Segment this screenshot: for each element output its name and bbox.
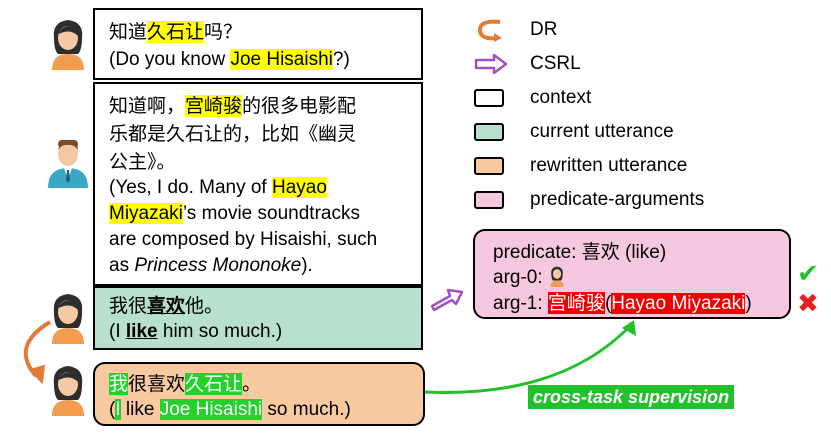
- current-utterance-swatch: [474, 123, 504, 141]
- context-utterance-2: 知道啊，宫崎骏的很多电影配 乐都是久石让的，比如《幽灵 公主》。 (Yes, I…: [93, 82, 423, 286]
- cross-mark-icon: ✖: [797, 288, 819, 318]
- supervision-arrow-head: [622, 320, 636, 336]
- utterance-zh-line: 公主》。: [109, 151, 176, 173]
- predicate-arguments-box: predicate: 喜欢 (like) arg-0: arg-1: 宫崎骏(H…: [473, 229, 791, 319]
- dr-curved-arrow-head: [28, 364, 46, 385]
- user-avatar-woman-icon: [52, 20, 84, 70]
- utterance-zh: 知道久石让吗？: [109, 21, 243, 43]
- arg0-line: arg-0:: [493, 265, 566, 290]
- context-swatch: [474, 89, 504, 107]
- user-avatar-woman-icon: [52, 294, 84, 344]
- arg1-line: arg-1: 宫崎骏(Hayao Miyazaki): [493, 292, 752, 314]
- csrl-arrow: [430, 288, 464, 312]
- predicate-arguments-swatch: [474, 191, 504, 209]
- utterance-en-line: as Princess Mononoke).: [109, 255, 313, 276]
- utterance-en-line: are composed by Hisaishi, such: [109, 229, 378, 250]
- dr-arrow-icon: [477, 19, 502, 42]
- supervision-arrow: [424, 324, 632, 394]
- utterance-zh-line: 知道啊，宫崎骏的很多电影配: [109, 95, 357, 117]
- rewritten-utterance: 我很喜欢久石让。 (I like Joe Hisaishi so much.): [93, 362, 425, 426]
- system-avatar-man-icon: [48, 140, 88, 188]
- utterance-en: (I like Joe Hisaishi so much.): [109, 399, 351, 420]
- utterance-en: (Do you know Joe Hisaishi?): [109, 49, 350, 70]
- arg0-woman-icon: [550, 266, 564, 287]
- context-utterance-1: 知道久石让吗？ (Do you know Joe Hisaishi?): [93, 8, 423, 80]
- utterance-en-line: Miyazaki’s movie soundtracks: [109, 203, 360, 224]
- utterance-zh: 我很喜欢他。: [109, 295, 224, 317]
- current-utterance: 我很喜欢他。 (I like him so much.): [93, 286, 423, 350]
- predicate-line: predicate: 喜欢 (like): [493, 242, 667, 263]
- csrl-arrow-icon: [474, 54, 508, 74]
- cross-task-supervision-label: cross-task supervision: [528, 385, 735, 409]
- utterance-en: (I like him so much.): [109, 321, 283, 342]
- utterance-en-line: (Yes, I do. Many of Hayao: [109, 177, 327, 198]
- utterance-zh: 我很喜欢久石让。: [109, 373, 262, 395]
- utterance-zh-line: 乐都是久石让的，比如《幽灵: [109, 123, 357, 145]
- rewritten-utterance-swatch: [474, 157, 504, 175]
- user-avatar-woman-icon: [52, 366, 84, 416]
- check-mark-icon: ✔: [797, 258, 819, 288]
